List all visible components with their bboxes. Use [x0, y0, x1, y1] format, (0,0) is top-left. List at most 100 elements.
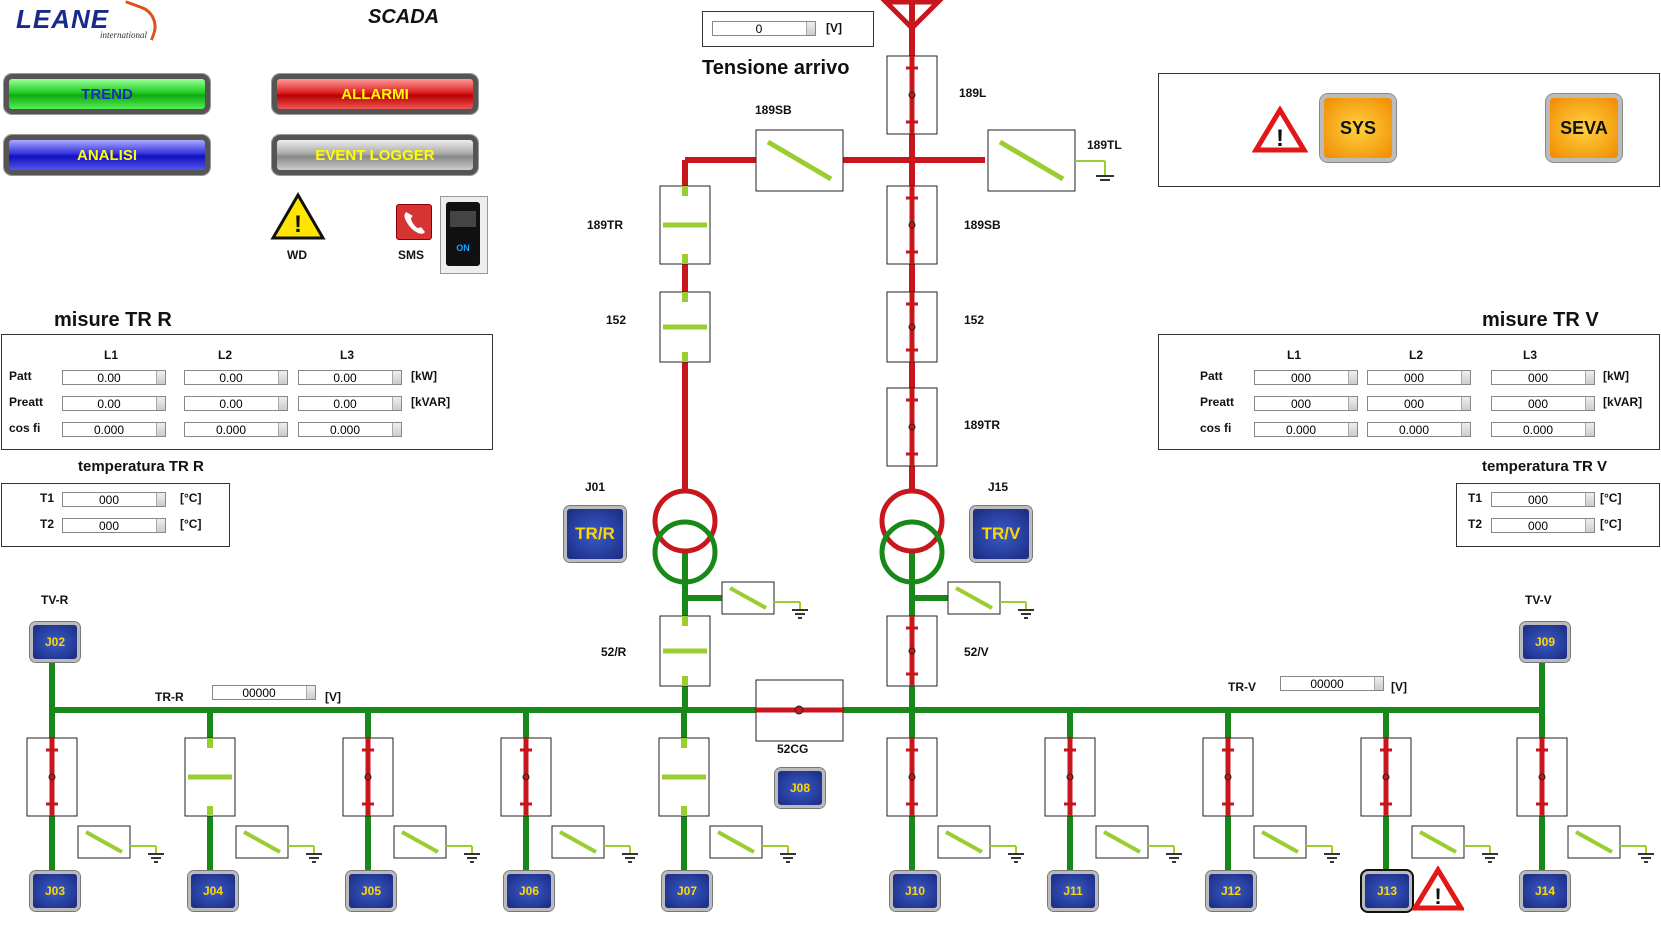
tr-r-col-l1: L1 [104, 348, 119, 362]
feeder-j07-button[interactable]: J07 [662, 871, 712, 911]
tr-v-bus-voltage-input[interactable]: 00000 [1280, 676, 1384, 691]
tr-r-secondary-winding [652, 519, 718, 585]
tr-v-cosfi-l1[interactable]: 0.000 [1254, 422, 1358, 437]
tr-v-button[interactable]: TR/V [970, 506, 1032, 562]
earth-switch-tr-r [721, 581, 808, 619]
tr-r-col-l3: L3 [340, 348, 355, 362]
tensione-arrivo-label: Tensione arrivo [702, 57, 850, 79]
tr-r-row-preatt-label: Preatt [9, 395, 44, 409]
tr-v-col-l1: L1 [1287, 348, 1302, 362]
tr-v-col-l2: L2 [1409, 348, 1424, 362]
feeder-earth-switch-4 [709, 825, 796, 863]
feeder-earth-switch-3 [551, 825, 638, 863]
tr-r-row-patt-label: Patt [9, 369, 32, 383]
tr-v-t2-unit: [°C] [1600, 517, 1622, 531]
tr-v-preatt-unit: [kVAR] [1603, 395, 1643, 409]
label-152-right: 152 [964, 313, 985, 327]
switch-189tl [987, 129, 1076, 192]
tr-r-row-cosfi-label: cos fi [9, 421, 41, 435]
feeder-j03-button[interactable]: J03 [30, 871, 80, 911]
seva-button[interactable]: SEVA [1546, 94, 1622, 162]
tr-r-t2-input[interactable]: 000 [62, 518, 166, 533]
feeder-earth-switch-0 [77, 825, 164, 863]
tr-v-measures-title: misure TR V [1482, 309, 1599, 331]
j09-button[interactable]: J09 [1520, 622, 1570, 662]
tr-r-preatt-l2[interactable]: 0.00 [184, 396, 288, 411]
tr-v-t1-input[interactable]: 000 [1491, 492, 1595, 507]
feeder-breaker-8 [1360, 737, 1412, 817]
tr-r-measures-title: misure TR R [54, 309, 172, 331]
tr-r-bus-voltage-input[interactable]: 00000 [212, 685, 316, 700]
svg-text:!: ! [294, 211, 302, 238]
tr-v-cosfi-l2[interactable]: 0.000 [1367, 422, 1471, 437]
feeder-j14-button[interactable]: J14 [1520, 871, 1570, 911]
breaker-52r [659, 615, 711, 687]
feeder-earth-switch-9 [1567, 825, 1654, 863]
tr-v-t1-label: T1 [1468, 491, 1483, 505]
logo-subtitle: international [100, 30, 147, 40]
feeder-j10-button[interactable]: J10 [890, 871, 940, 911]
tr-v-preatt-l2[interactable]: 000 [1367, 396, 1471, 411]
breaker-52v [886, 615, 938, 687]
allarmi-button[interactable]: ALLARMI [272, 74, 478, 114]
feeder-j13-button[interactable]: J13 [1360, 869, 1414, 913]
breaker-52cg [755, 679, 844, 742]
feeder-j04-button[interactable]: J04 [188, 871, 238, 911]
tr-r-preatt-l1[interactable]: 0.00 [62, 396, 166, 411]
label-189tr-right: 189TR [964, 418, 1001, 432]
label-189tr-left: 189TR [587, 218, 624, 232]
on-toggle-switch[interactable]: ON [440, 196, 488, 274]
label-j15: J15 [988, 480, 1009, 494]
switch-189tr-left [659, 185, 711, 265]
earth-switches [77, 160, 1654, 863]
tr-r-cosfi-l1[interactable]: 0.000 [62, 422, 166, 437]
tr-r-patt-unit: [kW] [411, 369, 437, 383]
tr-r-patt-l2[interactable]: 0.00 [184, 370, 288, 385]
tr-v-preatt-l3[interactable]: 000 [1491, 396, 1595, 411]
tr-v-patt-l3[interactable]: 000 [1491, 370, 1595, 385]
earth-switch-tr-v [947, 581, 1034, 619]
tr-r-preatt-l3[interactable]: 0.00 [298, 396, 402, 411]
label-189sb-top: 189SB [755, 103, 792, 117]
tr-r-button[interactable]: TR/R [564, 506, 626, 562]
j08-button[interactable]: J08 [775, 768, 825, 808]
tr-v-cosfi-l3[interactable]: 0.000 [1491, 422, 1595, 437]
tr-v-patt-l2[interactable]: 000 [1367, 370, 1471, 385]
tr-r-bus-voltage-unit: [V] [325, 690, 341, 704]
tr-r-patt-l3[interactable]: 0.00 [298, 370, 402, 385]
tr-v-t2-input[interactable]: 000 [1491, 518, 1595, 533]
watchdog-warning-icon[interactable]: ! [270, 192, 326, 242]
tr-v-patt-unit: [kW] [1603, 369, 1629, 383]
arrival-voltage-input[interactable]: 0 [712, 21, 816, 36]
event-logger-button[interactable]: EVENT LOGGER [272, 135, 478, 175]
tr-v-secondary-winding [879, 519, 945, 585]
switch-189sb-right [886, 185, 938, 265]
tr-r-cosfi-l2[interactable]: 0.000 [184, 422, 288, 437]
label-189tl: 189TL [1087, 138, 1122, 152]
feeder-breaker-3 [500, 737, 552, 817]
tr-r-t1-input[interactable]: 000 [62, 492, 166, 507]
analisi-button[interactable]: ANALISI [4, 135, 210, 175]
feeder-j05-button[interactable]: J05 [346, 871, 396, 911]
tr-r-cosfi-l3[interactable]: 0.000 [298, 422, 402, 437]
feeder-j12-button[interactable]: J12 [1206, 871, 1256, 911]
tr-r-primary-winding [652, 488, 718, 554]
arrival-voltage-unit: [V] [826, 21, 842, 35]
tr-v-patt-l1[interactable]: 000 [1254, 370, 1358, 385]
label-189sb-right: 189SB [964, 218, 1001, 232]
j02-button[interactable]: J02 [30, 622, 80, 662]
tr-v-preatt-l1[interactable]: 000 [1254, 396, 1358, 411]
feeder-j06-button[interactable]: J06 [504, 871, 554, 911]
trend-button[interactable]: TREND [4, 74, 210, 114]
tr-r-t1-label: T1 [40, 491, 55, 505]
system-warning-icon: ! [1252, 106, 1308, 153]
feeder-earth-switch-8 [1411, 825, 1498, 863]
feeder-earth-switch-1 [235, 825, 322, 863]
tr-r-t1-unit: [°C] [180, 491, 202, 505]
tr-r-patt-l1[interactable]: 0.00 [62, 370, 166, 385]
label-52r: 52/R [601, 645, 627, 659]
feeder-breaker-2 [342, 737, 394, 817]
sms-phone-icon[interactable] [396, 204, 432, 240]
sys-button[interactable]: SYS [1320, 94, 1396, 162]
feeder-j11-button[interactable]: J11 [1048, 871, 1098, 911]
